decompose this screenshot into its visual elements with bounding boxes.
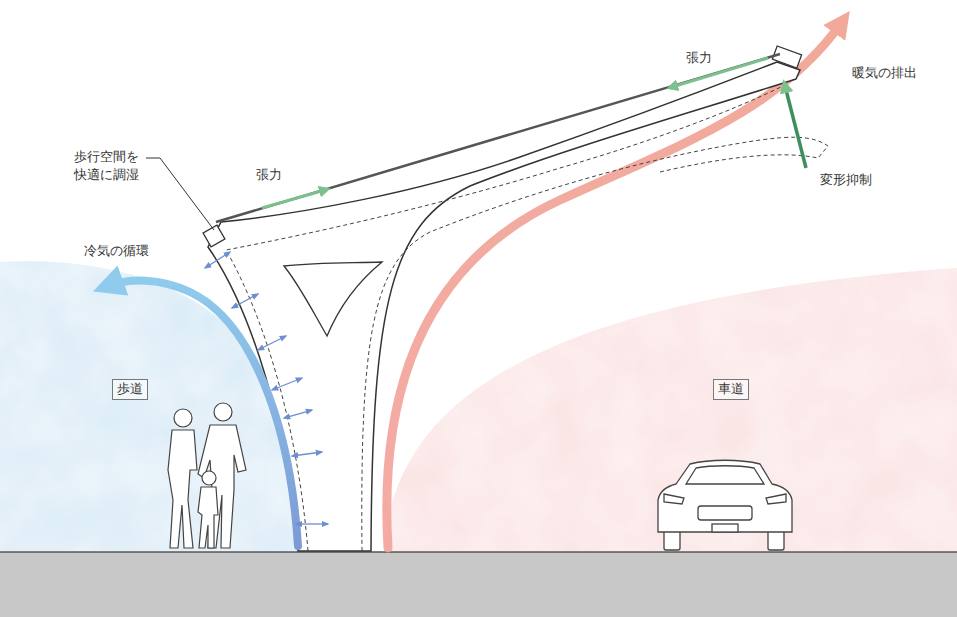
triangle-opening <box>284 262 382 336</box>
region-name: 車道 <box>718 381 744 396</box>
deformed-outline <box>226 85 785 551</box>
ground-line <box>0 551 957 553</box>
car <box>658 460 792 550</box>
warm-air-arrow <box>387 22 842 548</box>
force-label: 張力 <box>256 166 282 184</box>
restraint-arrow <box>785 86 806 168</box>
right-tip <box>772 46 801 68</box>
force-label: 変形抑制 <box>820 171 872 189</box>
deformed-outline <box>362 137 828 551</box>
effect-label: 冷気の循環 <box>84 242 149 260</box>
warm-air-region <box>384 268 957 551</box>
tension-arrow <box>262 190 325 208</box>
region-name: 歩道 <box>117 381 143 396</box>
ground <box>0 552 957 617</box>
tension-cable <box>216 54 780 222</box>
region-label-box: 歩道 <box>112 379 148 400</box>
callout-label: 歩行空間を快適に調湿 <box>74 148 142 183</box>
effect-label: 暖気の排出 <box>852 64 917 82</box>
force-label: 張力 <box>686 49 712 67</box>
left-tip <box>203 225 225 247</box>
pedestrians <box>168 403 246 548</box>
leader-line <box>146 158 214 230</box>
region-label-box: 車道 <box>713 379 749 400</box>
